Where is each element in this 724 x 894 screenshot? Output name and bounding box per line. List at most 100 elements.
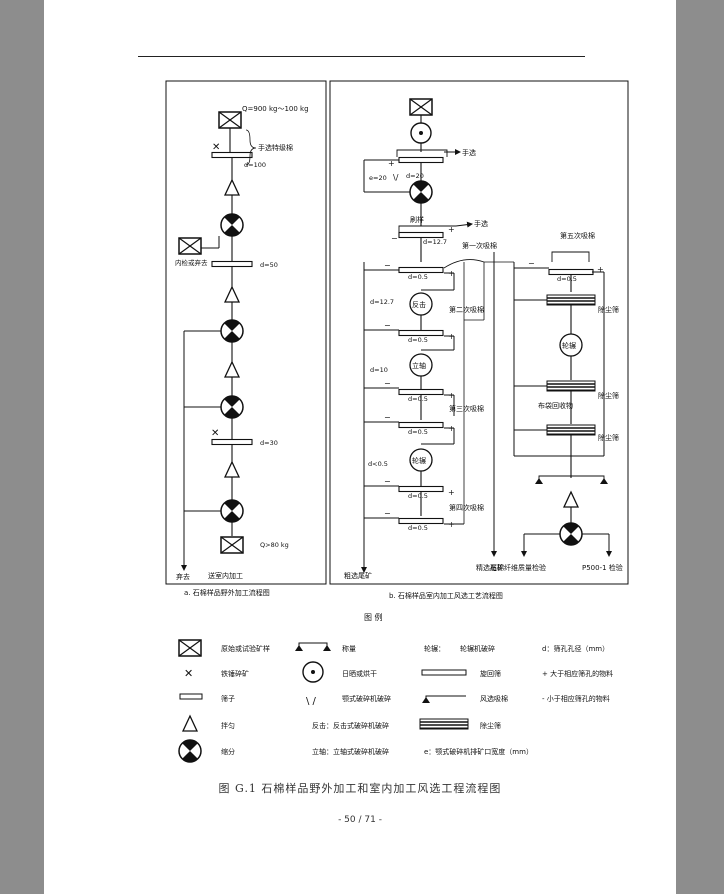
d0-5-5-label: d=0.5	[408, 492, 428, 500]
legend-dust: 除尘筛	[480, 721, 501, 730]
panel-a-flowchart: Q=900 kg～100 kg ✕ 手选特级棉 d=100 内检或弃去 d=50	[165, 80, 327, 597]
mix-icon	[563, 491, 579, 508]
screen-icon	[398, 517, 444, 525]
svg-text:−: −	[384, 379, 391, 388]
hammer-icon: ✕	[211, 428, 219, 439]
hand-select-2-label: 手选	[474, 219, 488, 228]
screen-icon	[211, 151, 253, 159]
screen-icon	[398, 329, 444, 337]
d0-5-3-label: d=0.5	[408, 395, 428, 403]
screen-icon	[211, 260, 253, 268]
gyratory-screen-legend-icon	[421, 669, 467, 676]
d12-7-label: d=12.7	[423, 238, 447, 246]
split-legend-icon	[178, 739, 202, 763]
dust-screen-legend-icon	[419, 718, 469, 730]
d10-label: d=10	[370, 366, 388, 374]
fiber-check-label: 石棉纤维质量检验	[490, 563, 546, 572]
d0-5-6-label: d=0.5	[408, 524, 428, 532]
hammer-legend-icon: ✕	[184, 667, 193, 680]
svg-text:−: −	[528, 259, 535, 268]
hand-select-label: 手选特级棉	[258, 143, 293, 152]
d0-5-r-label: d=0.5	[557, 275, 577, 283]
dust-screen-icon	[546, 380, 596, 392]
suction5-label: 第五次吸棉	[560, 231, 595, 240]
figure-caption: 图 G.1 石棉样品野外加工和室内加工风选工程流程图	[218, 782, 502, 795]
mix-icon	[224, 286, 240, 303]
dust-screen-2-label: 除尘筛	[598, 391, 619, 400]
screen-icon	[398, 388, 444, 396]
d20-label: d=20	[406, 172, 424, 180]
legend-weigh: 称量	[342, 644, 356, 653]
legend-gyratory: 旋回筛	[480, 669, 501, 678]
legend-minus: - 小于相应筛孔的物料	[542, 694, 610, 703]
d0-5-4-label: d=0.5	[408, 428, 428, 436]
mix-legend-icon	[182, 715, 198, 732]
svg-text:−: −	[384, 477, 391, 486]
roller-label: 轮辗	[562, 341, 576, 350]
d30-label: d=30	[260, 439, 278, 447]
jaw-crusher-icon: \/	[393, 173, 399, 182]
legend-d: d：筛孔孔径（mm）	[542, 644, 609, 653]
flowchart-figure: Q=900 kg～100 kg ✕ 手选特级棉 d=100 内检或弃去 d=50	[165, 80, 629, 763]
svg-text:+: +	[388, 159, 395, 168]
screen-icon	[398, 485, 444, 493]
legend: 图 例 原始或试验矿样 称量 轮辗： 轮辗机破碎 d：筛孔孔径（mm） ✕ 铁锤…	[178, 612, 613, 763]
legend-vertical: 立轴：立轴式破碎机破碎	[312, 747, 389, 756]
lab-sample-icon	[220, 536, 244, 554]
hand-select-1-label: 手选	[462, 148, 476, 157]
svg-text:−: −	[384, 413, 391, 422]
d0-5-2-label: d=0.5	[408, 336, 428, 344]
vertical-label: 立轴	[412, 361, 426, 370]
d-lt-0-5-label: d<0.5	[368, 460, 388, 468]
page-number: - 50 / 71 -	[338, 815, 382, 825]
legend-title: 图 例	[364, 612, 383, 622]
legend-plus: + 大于相应筛孔的物料	[542, 669, 613, 678]
coarse-tailings-label: 粗选尾矿	[344, 571, 372, 580]
d100-label: d=100	[244, 161, 266, 169]
legend-mix: 拌匀	[221, 721, 235, 730]
svg-text:−: −	[384, 509, 391, 518]
screen-icon	[548, 268, 594, 276]
dust-screen-icon	[546, 424, 596, 436]
brush-label: 刷样	[410, 215, 424, 224]
dust-screen-icon	[546, 294, 596, 306]
legend-roller: 轮辗机破碎	[460, 644, 495, 653]
svg-text:+: +	[597, 265, 604, 274]
raw-sample-legend-icon	[178, 639, 202, 657]
legend-raw-sample: 原始或试验矿样	[221, 644, 270, 653]
legend-rebound: 反击：反击式破碎机破碎	[312, 721, 389, 730]
legend-jaw: 颚式破碎机破碎	[342, 694, 391, 703]
legend-e: e：颚式破碎机排矿口宽度（mm）	[424, 747, 533, 756]
split-icon	[220, 213, 244, 237]
to-lab-label: 送室内加工	[208, 571, 243, 580]
fine-tailings-label: 精选尾矿	[476, 563, 504, 572]
screen-icon	[398, 156, 444, 164]
split-icon	[220, 319, 244, 343]
cloth-bag-label: 布袋回收物	[538, 401, 573, 410]
q-top-label: Q=900 kg～100 kg	[242, 105, 309, 113]
screen-legend-icon	[179, 693, 203, 700]
legend-hammer: 铁锤碎矿	[221, 669, 249, 678]
suction4-label: 第四次吸棉	[449, 503, 484, 512]
roller-2-label: 轮辗	[412, 456, 426, 465]
mix-icon	[224, 361, 240, 378]
mix-icon	[224, 179, 240, 196]
hammer-icon: ✕	[212, 142, 220, 153]
svg-text:−: −	[384, 321, 391, 330]
d0-5-1-label: d=0.5	[408, 273, 428, 281]
legend-roller-key: 轮辗：	[424, 644, 445, 653]
suction1-label: 第一次吸棉	[462, 241, 497, 250]
dust-screen-1-label: 除尘筛	[598, 305, 619, 314]
dust-screen-3-label: 除尘筛	[598, 433, 619, 442]
e20-label: e=20	[369, 174, 387, 182]
raw-sample-icon	[409, 98, 433, 116]
sun-dry-icon	[410, 122, 432, 144]
panel-a-caption: a. 石棉样品野外加工流程图	[184, 588, 270, 597]
split-icon	[220, 395, 244, 419]
screen-icon	[211, 438, 253, 446]
legend-air: 风选吸棉	[480, 694, 508, 703]
d12-7-b-label: d=12.7	[370, 298, 394, 306]
svg-text:+: +	[448, 488, 455, 497]
p500-label: P500-1 检验	[582, 563, 623, 572]
rebound-label: 反击	[412, 300, 426, 309]
